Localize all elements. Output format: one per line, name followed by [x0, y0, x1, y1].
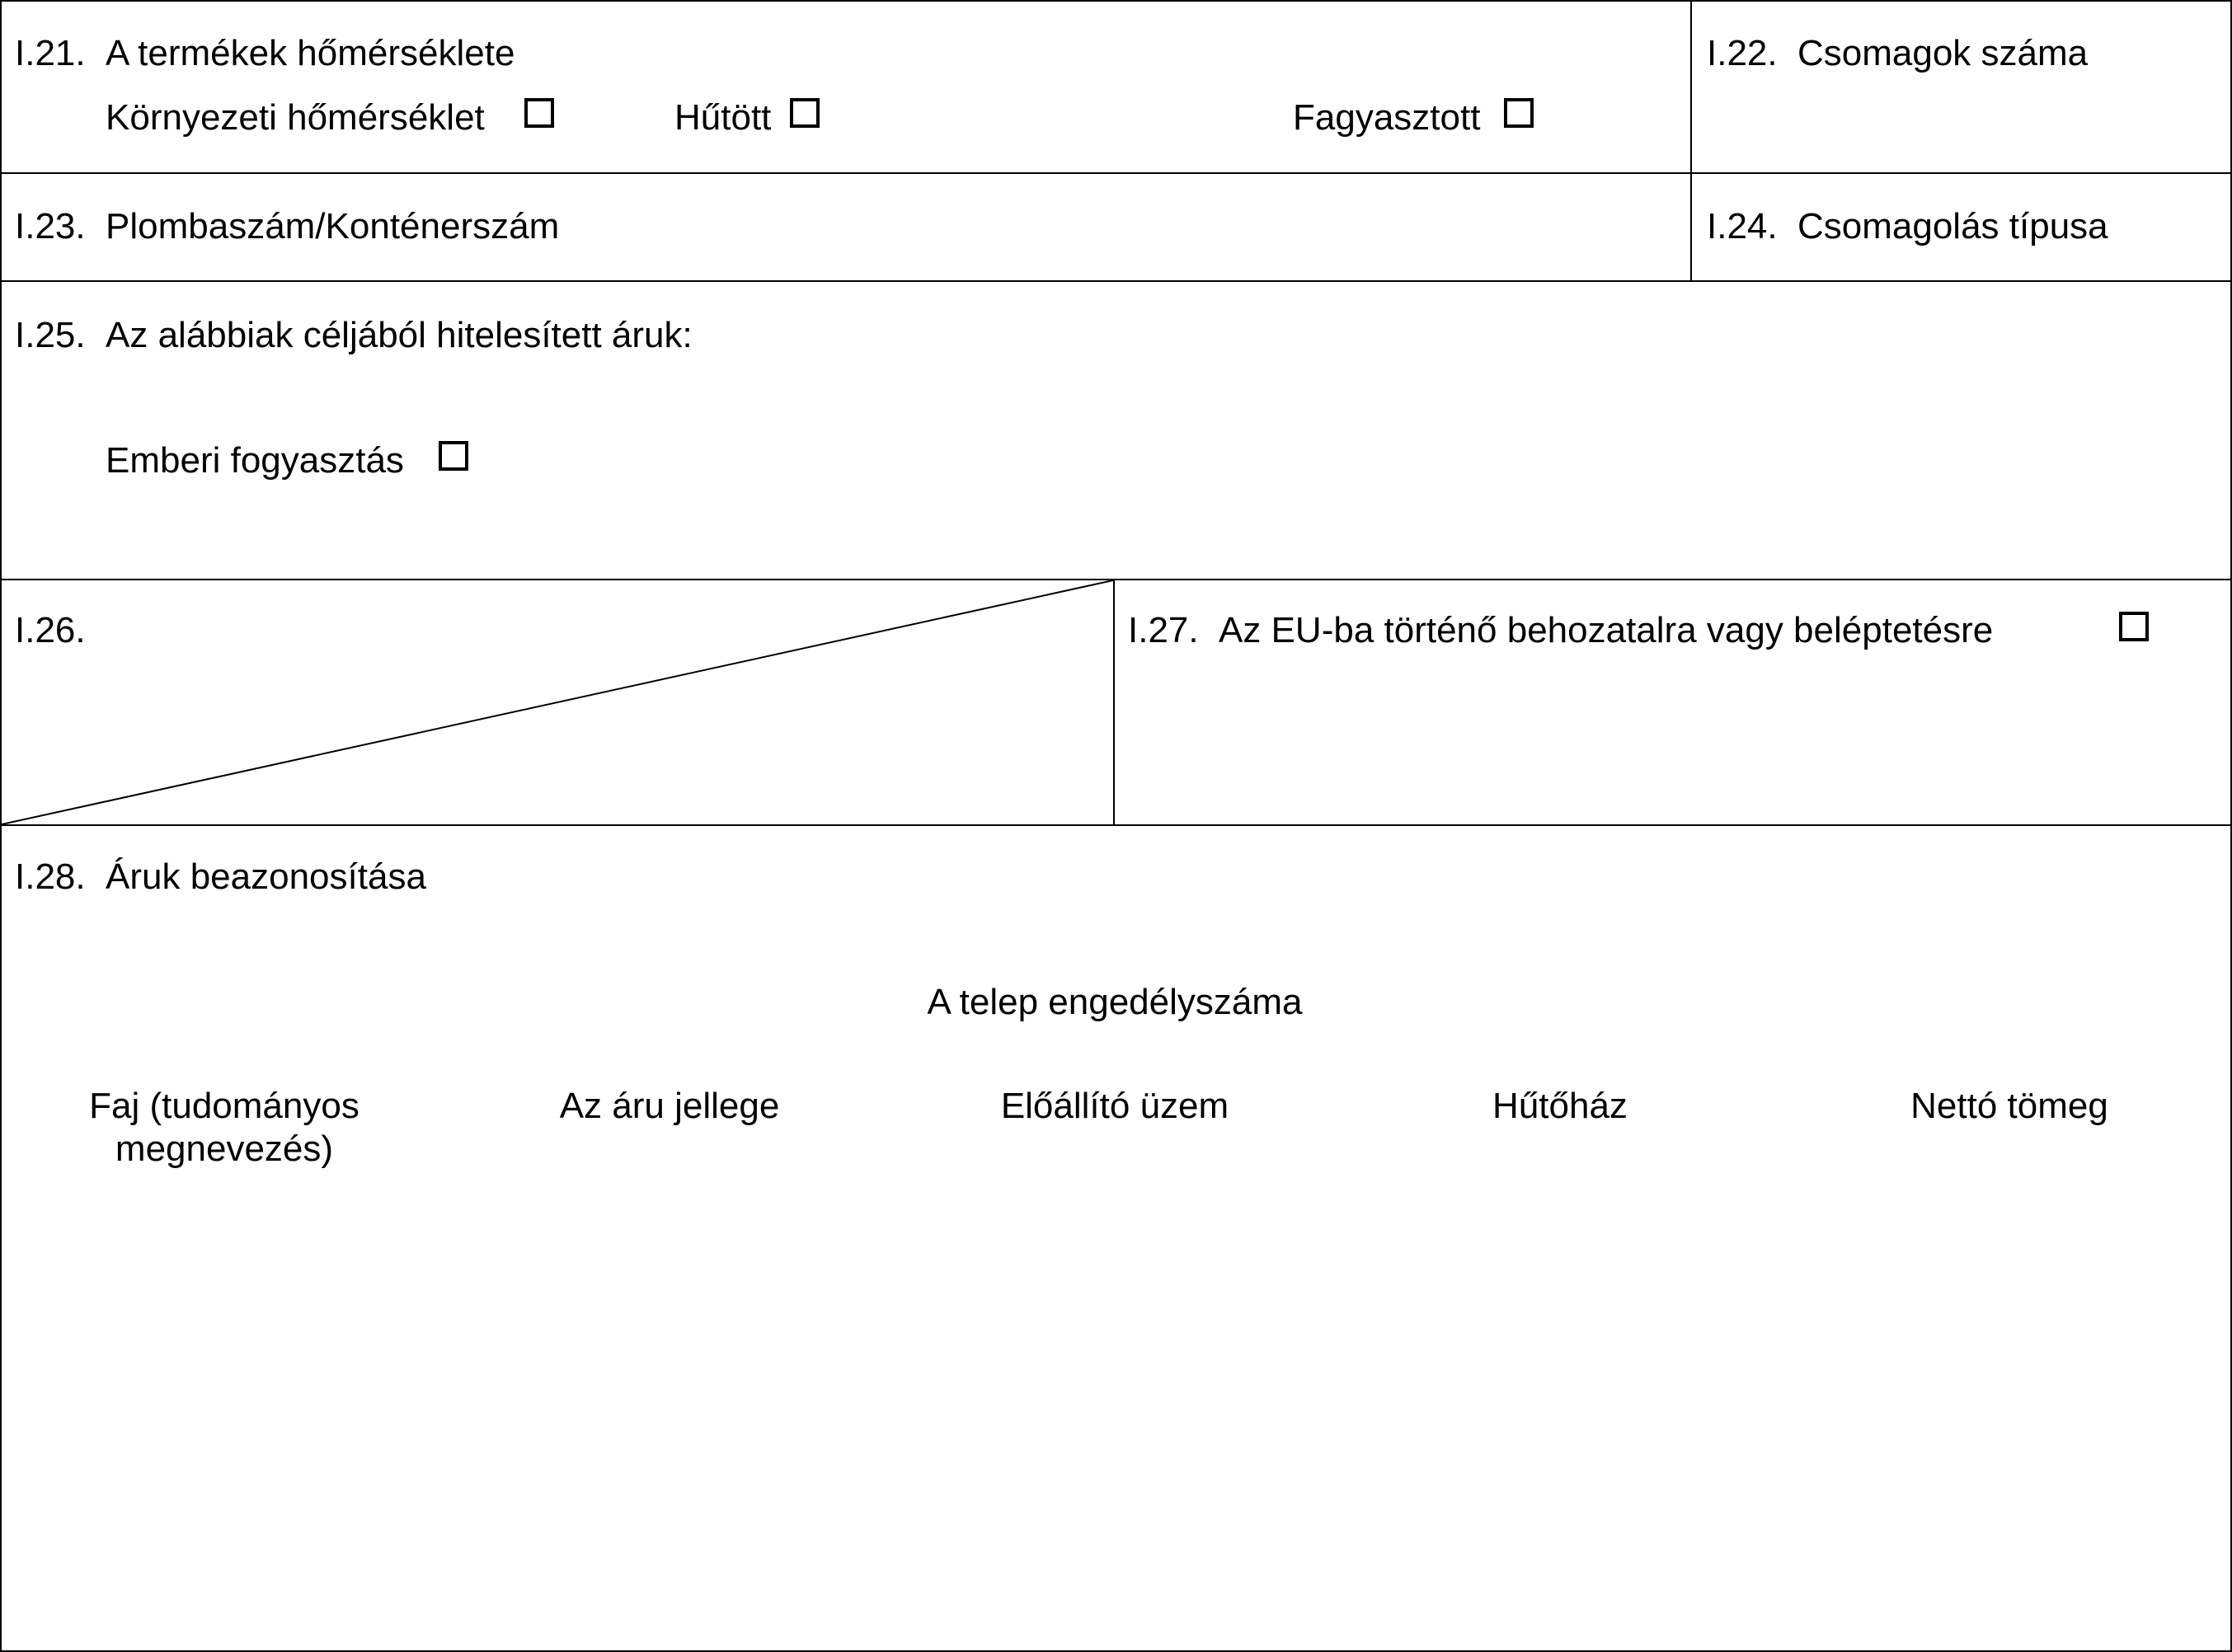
field-i21-number: I.21.	[15, 33, 86, 73]
field-i26: I.26.	[0, 579, 1115, 826]
option-chilled-checkbox[interactable]	[790, 98, 820, 128]
field-i22-title: Csomagok száma	[1797, 33, 2089, 73]
column-species: Faj (tudományos megnevezés)	[89, 1086, 359, 1169]
field-i25-number: I.25.	[15, 315, 86, 355]
field-i27: I.27. Az EU-ba történő behozatalra vagy …	[1113, 579, 2232, 826]
field-i24: I.24. Csomagolás típusa	[1690, 172, 2232, 282]
column-nature: Az áru jellege	[559, 1086, 780, 1126]
field-i27-title: Az EU-ba történő behozatalra vagy belépt…	[1219, 610, 1994, 650]
field-i28-number: I.28.	[15, 857, 86, 897]
option-import-checkbox[interactable]	[2119, 612, 2149, 641]
row-seal-packaging: I.23. Plombaszám/Konténerszám I.24. Csom…	[0, 172, 2232, 282]
field-i27-number: I.27.	[1128, 610, 1199, 650]
field-i24-title: Csomagolás típusa	[1797, 206, 2108, 246]
field-i22-number: I.22.	[1707, 33, 1778, 73]
column-plant: Előállító üzem	[1000, 1086, 1229, 1126]
field-i28: I.28. Áruk beazonosítása A telep engedél…	[0, 824, 2232, 1652]
field-i25-title: Az alábbiak céljából hitelesített áruk:	[106, 315, 693, 355]
row-transit-import: I.26. I.27. Az EU-ba történő behozatalra…	[0, 579, 2232, 826]
field-i26-number: I.26.	[15, 610, 86, 650]
option-frozen-label: Fagyasztott	[1293, 97, 1481, 138]
option-human-consumption-checkbox[interactable]	[439, 441, 468, 471]
field-i22: I.22. Csomagok száma	[1690, 0, 2232, 174]
row-identification: I.28. Áruk beazonosítása A telep engedél…	[0, 824, 2232, 1652]
column-net-weight: Nettó tömeg	[1910, 1086, 2108, 1126]
field-i21: I.21. A termékek hőmérséklete Környezeti…	[0, 0, 1692, 174]
row-temperature: I.21. A termékek hőmérséklete Környezeti…	[0, 0, 2232, 174]
field-i24-number: I.24.	[1707, 206, 1778, 246]
field-i23-number: I.23.	[15, 206, 86, 246]
option-human-consumption-label: Emberi fogyasztás	[106, 440, 404, 481]
option-ambient-checkbox[interactable]	[524, 98, 554, 128]
option-frozen-checkbox[interactable]	[1504, 98, 1534, 128]
field-i28-title: Áruk beazonosítása	[106, 857, 426, 897]
field-i21-title: A termékek hőmérséklete	[106, 33, 515, 73]
strikethrough-diagonal	[2, 580, 1113, 824]
option-ambient-label: Környezeti hőmérséklet	[106, 97, 485, 138]
approval-number-header: A telep engedélyszáma	[927, 982, 1303, 1022]
column-cold-store: Hűtőház	[1492, 1086, 1628, 1126]
row-certified-for: I.25. Az alábbiak céljából hitelesített …	[0, 280, 2232, 580]
field-i23: I.23. Plombaszám/Konténerszám	[0, 172, 1692, 282]
field-i23-title: Plombaszám/Konténerszám	[106, 206, 560, 246]
field-i25: I.25. Az alábbiak céljából hitelesített …	[0, 280, 2232, 580]
option-chilled-label: Hűtött	[674, 97, 772, 138]
